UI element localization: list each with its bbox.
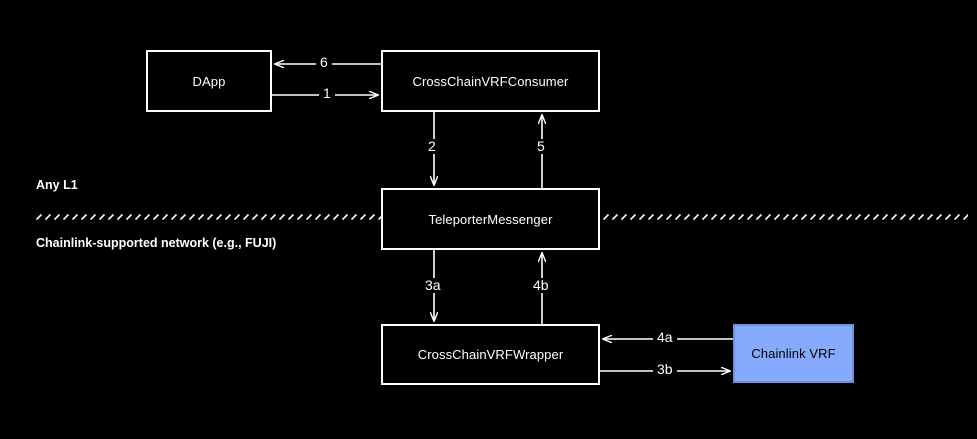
node-dapp[interactable]: DApp — [146, 50, 272, 112]
node-chainlink-vrf[interactable]: Chainlink VRF — [733, 324, 854, 383]
edge-label-5: 5 — [533, 139, 549, 154]
edge-label-3b: 3b — [653, 362, 677, 377]
edge-label-6: 6 — [316, 55, 332, 70]
edge-label-2: 2 — [424, 139, 440, 154]
edge-label-3a: 3a — [421, 278, 445, 293]
node-crosschain-vrf-consumer[interactable]: CrossChainVRFConsumer — [381, 50, 600, 112]
node-teleporter-messenger[interactable]: TeleporterMessenger — [381, 188, 600, 250]
edge-label-4b: 4b — [529, 278, 553, 293]
zone-label-any-l1: Any L1 — [36, 178, 78, 192]
edge-label-4a: 4a — [653, 330, 677, 345]
node-crosschain-vrf-wrapper[interactable]: CrossChainVRFWrapper — [381, 324, 600, 385]
zone-label-chainlink-network: Chainlink-supported network (e.g., FUJI) — [36, 236, 277, 250]
edge-label-1: 1 — [319, 86, 335, 101]
